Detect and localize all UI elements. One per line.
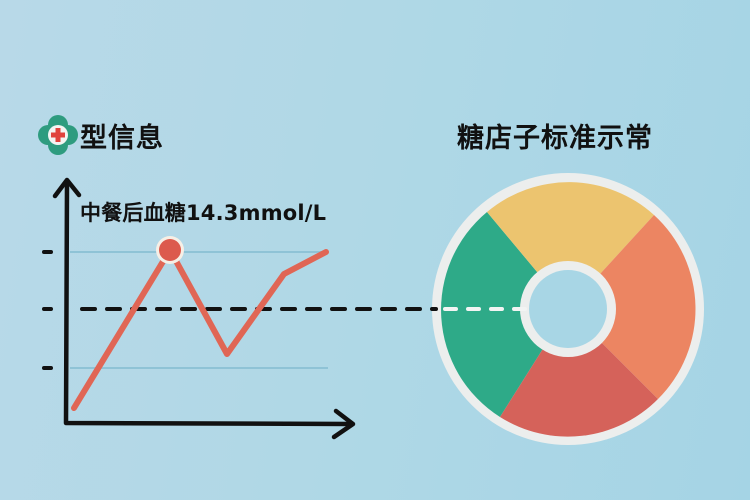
donut-chart	[432, 173, 704, 445]
medical-cross-icon	[38, 115, 78, 155]
left-panel-title: 型信息	[80, 123, 164, 154]
y-axis-ticks	[42, 250, 53, 370]
donut-segment-orange	[568, 215, 696, 399]
blood-glucose-line	[71, 247, 329, 411]
donut-segment-yellow	[487, 182, 654, 309]
chart-axes	[52, 177, 356, 440]
right-panel-title: 糖店子标准示常	[457, 123, 653, 154]
donut-segment-green	[441, 212, 568, 417]
donut-segment-red	[500, 309, 658, 437]
peak-annotation-label: 中餐后血糖14.3mmol/L	[80, 201, 327, 225]
